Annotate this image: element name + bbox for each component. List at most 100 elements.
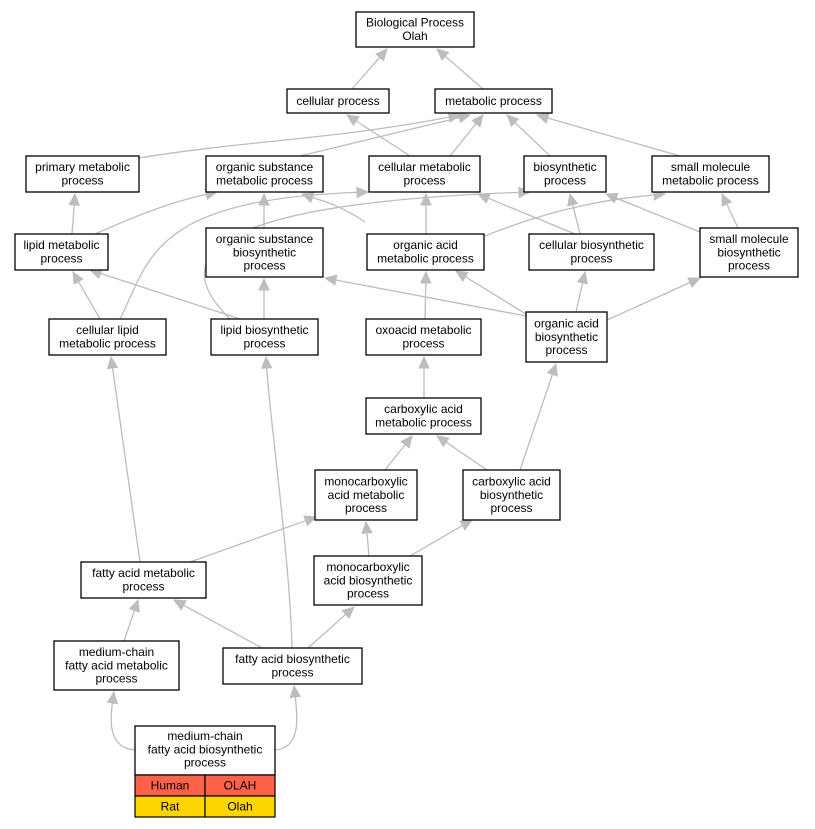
arrowhead-cellular-process-to-root bbox=[375, 48, 388, 62]
edge-fatty-acid-metabolic-to-cellular-lipid-metabolic bbox=[111, 367, 141, 563]
node-label-organic-acid-metabolic-line-1: organic acid bbox=[393, 238, 458, 252]
node-metabolic-process[interactable]: metabolic process bbox=[434, 88, 553, 114]
edge-organic-acid-biosynthetic-to-organic-substance-biosynthetic bbox=[335, 279, 527, 317]
arrowhead-organic-substance-metabolic-to-metabolic-process bbox=[457, 112, 472, 124]
edge-cellular-biosynthetic-to-cellular-metabolic bbox=[487, 197, 576, 235]
node-cellular-process[interactable]: cellular process bbox=[286, 88, 390, 114]
edge-monocarboxylic-acid-biosynthetic-to-carboxylic-acid-biosynthetic bbox=[409, 524, 463, 557]
node-label-lipid-biosynthetic-line-1: lipid biosynthetic bbox=[220, 323, 308, 337]
edge-carboxylic-acid-biosynthetic-to-organic-acid-biosynthetic bbox=[519, 374, 554, 471]
arrowhead-lipid-biosynthetic-to-organic-substance-biosynthetic bbox=[258, 277, 270, 291]
node-label-monocarboxylic-acid-metabolic-line-1: monocarboxylic bbox=[324, 475, 407, 489]
table-gene-text-row-1: OLAH bbox=[224, 779, 257, 793]
node-box-organic-substance-metabolic bbox=[205, 155, 324, 193]
edge-medium-chain-fatty-acid-metabolic-to-fatty-acid-metabolic bbox=[123, 610, 136, 642]
node-label-lipid-biosynthetic-line-2: process bbox=[243, 337, 285, 351]
edge-primary-metabolic-to-metabolic-process bbox=[138, 116, 450, 159]
node-box-cellular-lipid-metabolic bbox=[48, 318, 167, 356]
edge-cellular-metabolic-to-metabolic-process bbox=[449, 123, 477, 157]
edge-fatty-acid-metabolic-to-monocarboxylic-acid-metabolic bbox=[189, 520, 306, 563]
edge-organic-acid-metabolic-to-small-molecule-metabolic bbox=[479, 194, 655, 239]
node-label-medium-chain-fatty-acid-metabolic-line-2: fatty acid metabolic bbox=[65, 658, 168, 672]
edge-cellular-lipid-metabolic-to-lipid-metabolic bbox=[77, 281, 101, 320]
edge-biosynthetic-to-metabolic-process bbox=[514, 122, 551, 157]
node-box-monocarboxylic-acid-metabolic bbox=[314, 469, 418, 521]
arrowhead-organic-acid-biosynthetic-to-organic-acid-metabolic bbox=[454, 270, 469, 282]
node-box-primary-metabolic bbox=[25, 155, 140, 193]
node-label-organic-acid-metabolic-line-2: metabolic process bbox=[377, 252, 474, 266]
node-label-cellular-metabolic-line-2: process bbox=[403, 174, 445, 188]
edge-small-molecule-biosynthetic-to-biosynthetic bbox=[615, 197, 701, 233]
node-label-organic-acid-biosynthetic-line-3: process bbox=[545, 343, 587, 357]
node-label-carboxylic-acid-biosynthetic-line-2: biosynthetic bbox=[480, 488, 543, 502]
arrowhead-medium-chain-fatty-acid-metabolic-to-fatty-acid-metabolic bbox=[128, 598, 140, 613]
node-label-organic-substance-metabolic-line-2: metabolic process bbox=[216, 174, 313, 188]
node-label-primary-metabolic-line-1: primary metabolic bbox=[35, 160, 130, 174]
node-box-metabolic-process bbox=[434, 88, 553, 114]
node-label-small-molecule-biosynthetic-line-3: process bbox=[728, 259, 770, 273]
arrowhead-fatty-acid-metabolic-to-monocarboxylic-acid-metabolic bbox=[303, 515, 318, 527]
node-box-organic-acid-biosynthetic bbox=[525, 311, 608, 363]
node-label-medium-chain-fatty-acid-biosynthetic-line-3: process bbox=[184, 756, 226, 770]
edge-lipid-metabolic-to-organic-substance-metabolic bbox=[94, 193, 207, 235]
node-label-monocarboxylic-acid-biosynthetic-line-1: monocarboxylic bbox=[326, 560, 409, 574]
node-label-fatty-acid-biosynthetic-line-1: fatty acid biosynthetic bbox=[235, 652, 350, 666]
arrowhead-monocarboxylic-acid-biosynthetic-to-monocarboxylic-acid-metabolic bbox=[361, 520, 373, 534]
node-label-cellular-biosynthetic-line-2: process bbox=[570, 252, 612, 266]
edge-lipid-metabolic-to-primary-metabolic bbox=[71, 204, 75, 235]
arrowhead-fatty-acid-biosynthetic-to-lipid-biosynthetic bbox=[260, 355, 273, 369]
node-label-monocarboxylic-acid-biosynthetic-line-2: acid biosynthetic bbox=[324, 573, 413, 587]
edge-organic-acid-biosynthetic-to-small-molecule-biosynthetic bbox=[606, 281, 691, 321]
table-cell-gene-row-2 bbox=[204, 795, 276, 818]
node-box-carboxylic-acid-metabolic bbox=[365, 397, 482, 435]
edge-medium-chain-fatty-acid-biosynthetic-to-medium-chain-fatty-acid-metabolic bbox=[110, 702, 136, 751]
edge-fatty-acid-biosynthetic-to-lipid-biosynthetic bbox=[266, 367, 293, 649]
node-label-organic-substance-biosynthetic-line-1: organic substance bbox=[216, 232, 314, 246]
node-label-root-line-1: Biological Process bbox=[366, 16, 464, 30]
arrowhead-organic-acid-biosynthetic-to-cellular-biosynthetic bbox=[576, 270, 589, 285]
edge-organic-acid-metabolic-to-organic-substance-metabolic bbox=[312, 196, 366, 223]
arrowhead-small-molecule-metabolic-to-metabolic-process bbox=[535, 112, 550, 124]
arrowhead-small-molecule-biosynthetic-to-small-molecule-metabolic bbox=[721, 192, 733, 207]
node-label-root-line-2: Olah bbox=[402, 29, 427, 43]
node-label-organic-acid-biosynthetic-line-1: organic acid bbox=[534, 317, 599, 331]
node-label-lipid-metabolic-line-2: process bbox=[40, 252, 82, 266]
node-label-cellular-lipid-metabolic-line-1: cellular lipid bbox=[76, 323, 139, 337]
edge-lipid-biosynthetic-to-lipid-metabolic bbox=[100, 272, 241, 320]
table-gene-text-row-2: Olah bbox=[227, 800, 252, 814]
node-label-organic-acid-biosynthetic-line-2: biosynthetic bbox=[535, 330, 598, 344]
node-label-carboxylic-acid-biosynthetic-line-3: process bbox=[490, 501, 532, 515]
edge-layer bbox=[68, 48, 739, 751]
node-label-primary-metabolic-line-2: process bbox=[61, 174, 103, 188]
node-label-biosynthetic-line-1: biosynthetic bbox=[533, 160, 596, 174]
arrowhead-organic-substance-biosynthetic-to-organic-substance-metabolic bbox=[258, 192, 270, 206]
arrowhead-organic-acid-biosynthetic-to-small-molecule-biosynthetic bbox=[687, 277, 702, 288]
table-species-text-row-1: Human bbox=[151, 779, 190, 793]
arrowhead-monocarboxylic-acid-biosynthetic-to-carboxylic-acid-biosynthetic bbox=[459, 519, 474, 531]
edge-cellular-metabolic-to-cellular-process bbox=[355, 120, 411, 157]
